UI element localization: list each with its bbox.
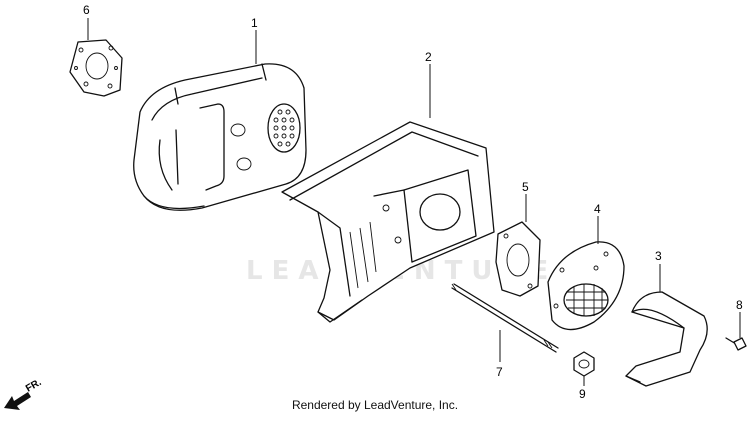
part-2-muffler-protector[interactable]	[281, 121, 495, 323]
part-3-exhaust-deflector[interactable]	[625, 291, 708, 387]
front-arrow-icon	[4, 392, 31, 410]
part-4-spark-arrester[interactable]	[547, 241, 625, 331]
callout-6[interactable]: 6	[83, 3, 90, 17]
callout-7[interactable]: 7	[496, 365, 503, 379]
callout-4[interactable]: 4	[594, 202, 601, 216]
part-6-gasket[interactable]	[69, 39, 123, 97]
callout-5[interactable]: 5	[522, 180, 529, 194]
front-label: FR.	[24, 377, 44, 395]
callout-3[interactable]: 3	[655, 249, 662, 263]
leader-lines	[87, 18, 741, 386]
callout-9[interactable]: 9	[579, 387, 586, 401]
part-7-stud-bolt[interactable]	[451, 283, 559, 353]
render-credit: Rendered by LeadVenture, Inc.	[291, 398, 459, 412]
callout-8[interactable]: 8	[736, 298, 743, 312]
part-1-muffler[interactable]	[133, 63, 307, 211]
callout-1[interactable]: 1	[251, 16, 258, 30]
part-8-screw[interactable]	[725, 337, 747, 351]
callout-2[interactable]: 2	[425, 50, 432, 64]
part-9-nut[interactable]	[573, 351, 595, 377]
part-5-gasket[interactable]	[495, 221, 541, 297]
